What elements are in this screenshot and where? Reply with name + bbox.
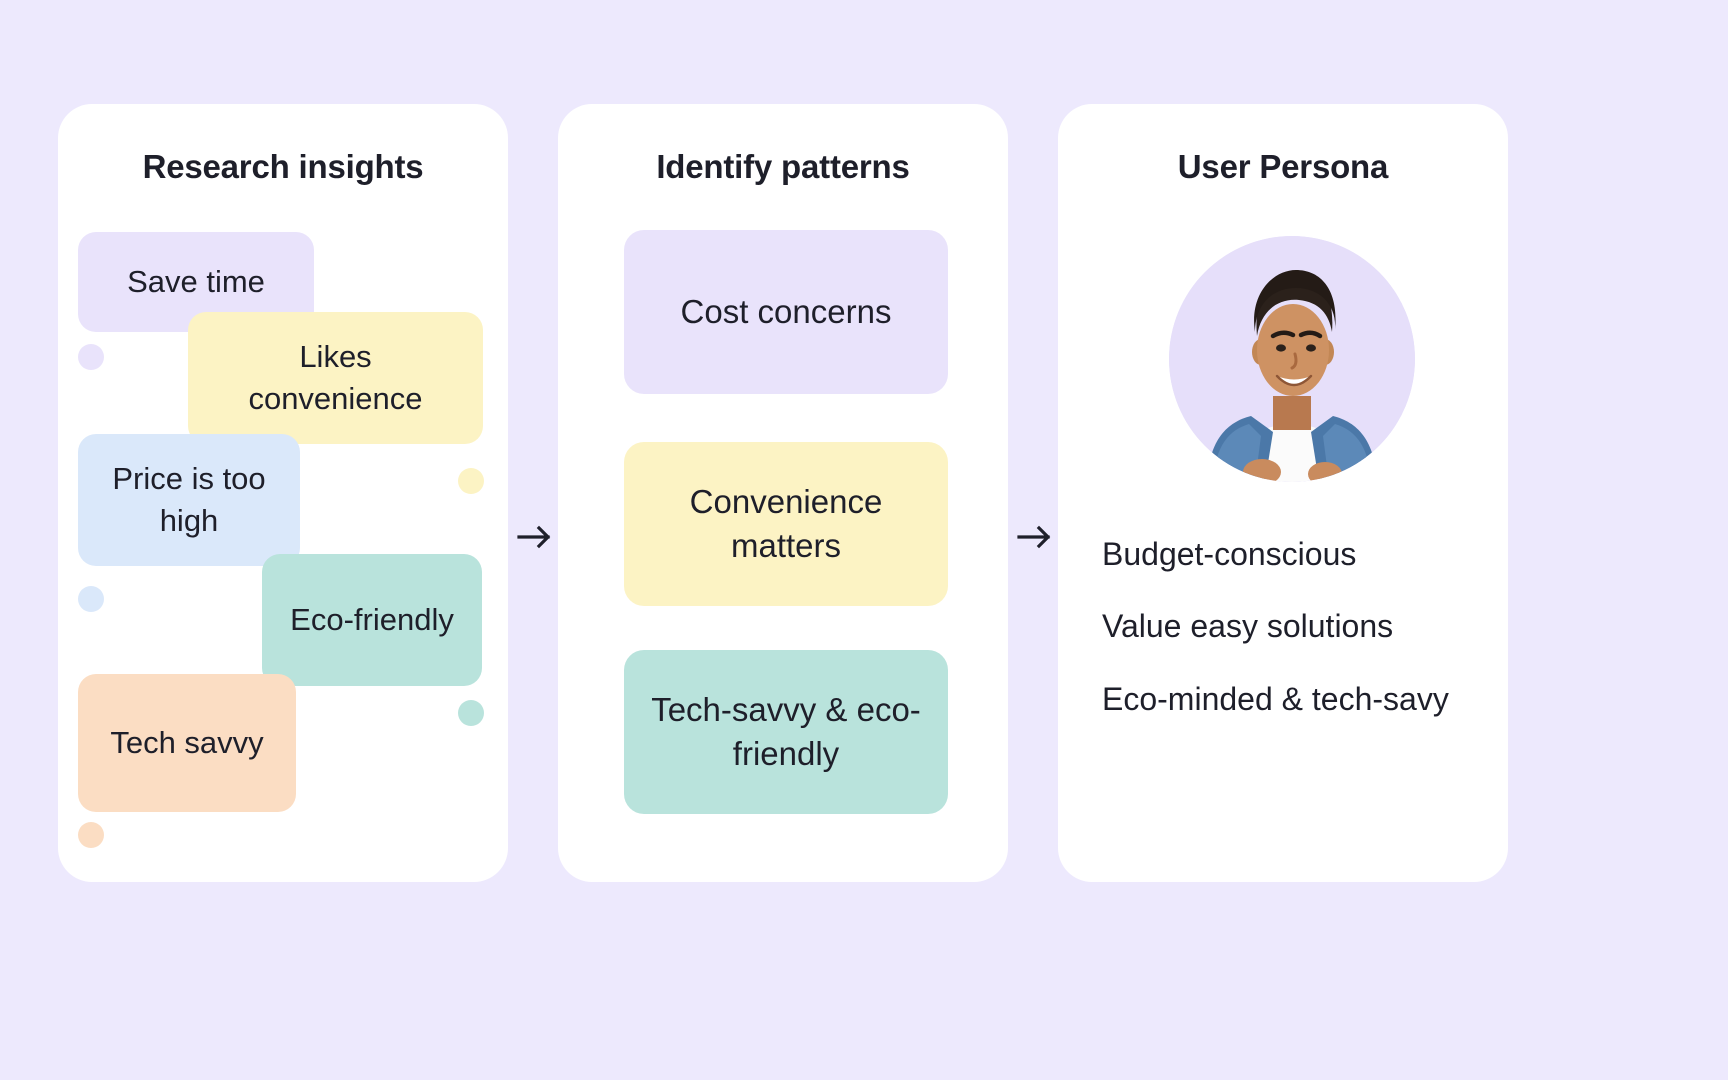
insight-chip-tech-savvy[interactable]: Tech savvy	[78, 674, 296, 812]
insight-chip-eco-friendly[interactable]: Eco-friendly	[262, 554, 482, 686]
card-research-title: Research insights	[142, 148, 424, 185]
arrow-right-icon-2	[1008, 510, 1062, 564]
decorative-dot-orange	[78, 822, 104, 848]
decorative-dot-teal	[458, 700, 484, 726]
pattern-chip-tech-savvy-eco-friendly[interactable]: Tech-savvy & eco-friendly	[624, 650, 948, 814]
card-persona-title: User Persona	[1177, 148, 1389, 185]
card-patterns-title: Identify patterns	[656, 148, 910, 185]
persona-trait-easy-solutions: Value easy solutions	[1102, 608, 1394, 645]
decorative-dot-purple	[78, 344, 104, 370]
avatar	[1169, 236, 1415, 482]
pattern-chip-cost-concerns[interactable]: Cost concerns	[624, 230, 948, 394]
card-user-persona: User Persona	[1058, 104, 1508, 882]
persona-trait-eco-tech: Eco-minded & tech-savy	[1102, 680, 1449, 717]
insight-chip-price-too-high[interactable]: Price is too high	[78, 434, 300, 566]
arrow-right-icon-1	[508, 510, 562, 564]
insight-chip-likes-convenience[interactable]: Likes convenience	[188, 312, 483, 444]
decorative-dot-blue	[78, 586, 104, 612]
pattern-chip-convenience-matters[interactable]: Convenience matters	[624, 442, 948, 606]
decorative-dot-yellow	[458, 468, 484, 494]
persona-trait-budget: Budget-conscious	[1102, 536, 1357, 572]
persona-trait-list: Budget-conscious Value easy solutions Ec…	[1102, 534, 1492, 719]
card-identify-patterns: Identify patterns Cost concerns Convenie…	[558, 104, 1008, 882]
card-research-insights: Research insights Save time Likes conven…	[58, 104, 508, 882]
